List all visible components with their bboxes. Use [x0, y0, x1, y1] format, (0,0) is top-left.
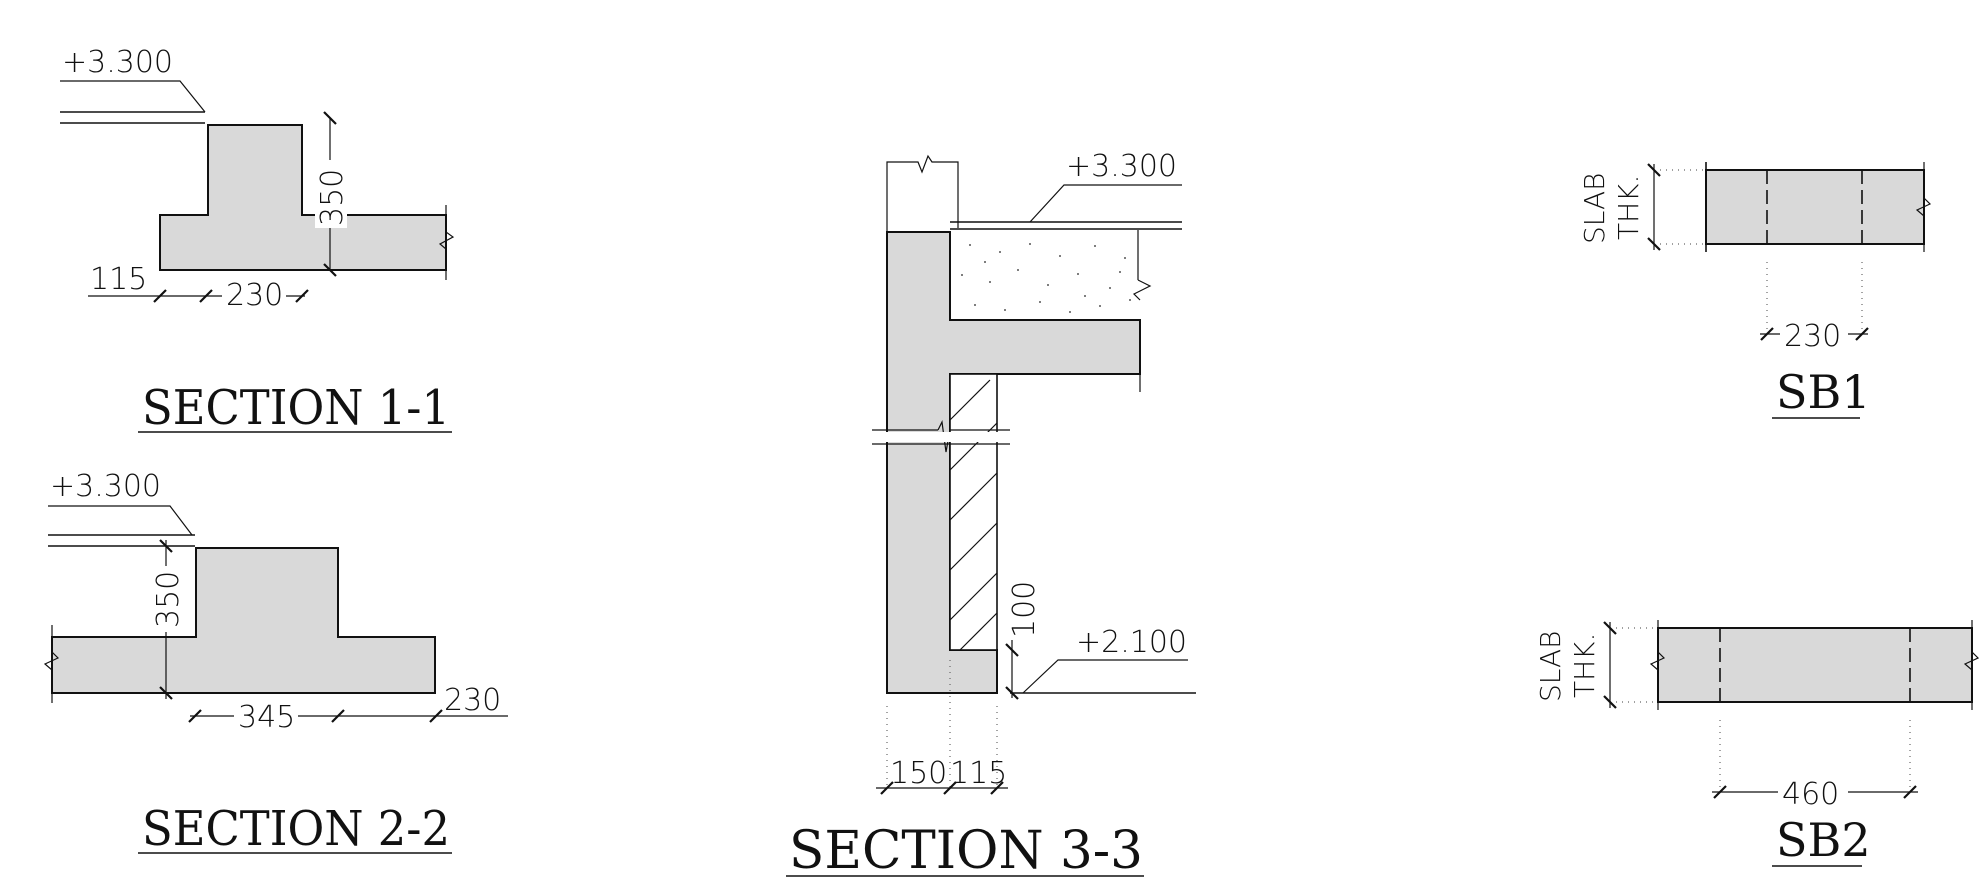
dim-tick — [990, 781, 1004, 795]
section-title: SECTION 2-2 — [142, 801, 450, 857]
slab-strip — [1657, 627, 1973, 703]
break-symbol — [1915, 162, 1932, 252]
concrete-section — [51, 547, 436, 694]
break-symbol — [43, 625, 60, 703]
dim-depth: 350 — [315, 169, 350, 226]
dim-tick — [943, 781, 957, 795]
dim-tick — [159, 539, 173, 553]
break-gap — [886, 432, 998, 442]
dim-tick — [323, 111, 337, 125]
sb2-detail: SLAB THK. 460 SB2 — [1534, 620, 1979, 867]
dim-depth: 350 — [151, 571, 186, 628]
dim-tick — [1903, 785, 1917, 799]
slab-label: SLAB — [1534, 630, 1567, 702]
break-symbol — [1132, 279, 1152, 301]
slab-strip — [1705, 169, 1925, 245]
break-symbol — [937, 419, 1010, 453]
brick-wall — [949, 373, 998, 651]
level-marker — [1022, 659, 1188, 694]
dim-tick — [1760, 327, 1774, 341]
text-mask — [315, 160, 347, 228]
dim-width: 230 — [1784, 319, 1841, 354]
brick-hatch — [949, 379, 998, 651]
level-bottom: +2.100 — [1076, 625, 1187, 660]
section-title: SECTION 3-3 — [789, 821, 1143, 881]
fill-material — [950, 232, 1140, 320]
dim-tick — [331, 709, 345, 723]
dim-tick — [199, 289, 213, 303]
dim-tick — [1647, 163, 1661, 177]
text-mask — [1780, 318, 1848, 350]
dim-tick — [880, 781, 894, 795]
section-1-1: +3.300 350 115 230 SECTION 1-1 — [60, 45, 455, 436]
break-symbol — [1963, 620, 1979, 710]
break-symbol — [438, 205, 455, 280]
dim-offset: 115 — [90, 262, 147, 297]
dim-tick — [1713, 785, 1727, 799]
break-symbol — [1649, 620, 1666, 710]
detail-title: SB2 — [1776, 813, 1871, 867]
level-marker — [60, 80, 206, 113]
fill-stipple — [961, 243, 1131, 313]
break-symbol — [886, 154, 959, 232]
dim-width: 460 — [1782, 777, 1839, 812]
dim-tick — [153, 289, 167, 303]
dim-tick — [188, 709, 202, 723]
level-top: +3.300 — [1066, 149, 1177, 184]
dim-offset: 230 — [444, 683, 501, 718]
level-label: +3.300 — [62, 45, 173, 80]
text-mask — [222, 274, 286, 306]
slab-label: THK. — [1612, 175, 1645, 240]
dim-tick — [295, 289, 309, 303]
dim-tick — [1603, 621, 1617, 635]
dim-tick — [1603, 695, 1617, 709]
section-title: SECTION 1-1 — [142, 380, 450, 436]
slab-label: SLAB — [1578, 172, 1611, 244]
text-mask — [150, 566, 182, 632]
dim-tick — [323, 263, 337, 277]
detail-title: SB1 — [1776, 365, 1871, 419]
dim-lip: 100 — [1007, 581, 1042, 638]
level-marker — [1029, 184, 1182, 223]
sb1-detail: SLAB THK. 230 SB1 — [1578, 162, 1932, 419]
text-mask — [234, 694, 298, 726]
level-label: +3.300 — [50, 469, 161, 504]
slab-label: THK. — [1568, 633, 1601, 698]
concrete-section — [159, 124, 447, 271]
dim-tick — [1855, 327, 1869, 341]
dim-brick: 115 — [950, 756, 1007, 791]
dim-wall: 150 — [890, 756, 947, 791]
dim-tick — [159, 686, 173, 700]
text-mask — [1778, 776, 1848, 808]
dim-width: 345 — [238, 700, 295, 735]
dim-tick — [1647, 237, 1661, 251]
dim-width: 230 — [226, 278, 283, 313]
dim-tick — [429, 709, 443, 723]
level-marker — [48, 505, 193, 536]
dim-tick — [1005, 686, 1019, 700]
dim-tick — [1005, 643, 1019, 657]
section-3-3: +3.300 — [786, 149, 1196, 881]
section-2-2: +3.300 350 345 230 SECTION 2-2 — [43, 469, 508, 857]
